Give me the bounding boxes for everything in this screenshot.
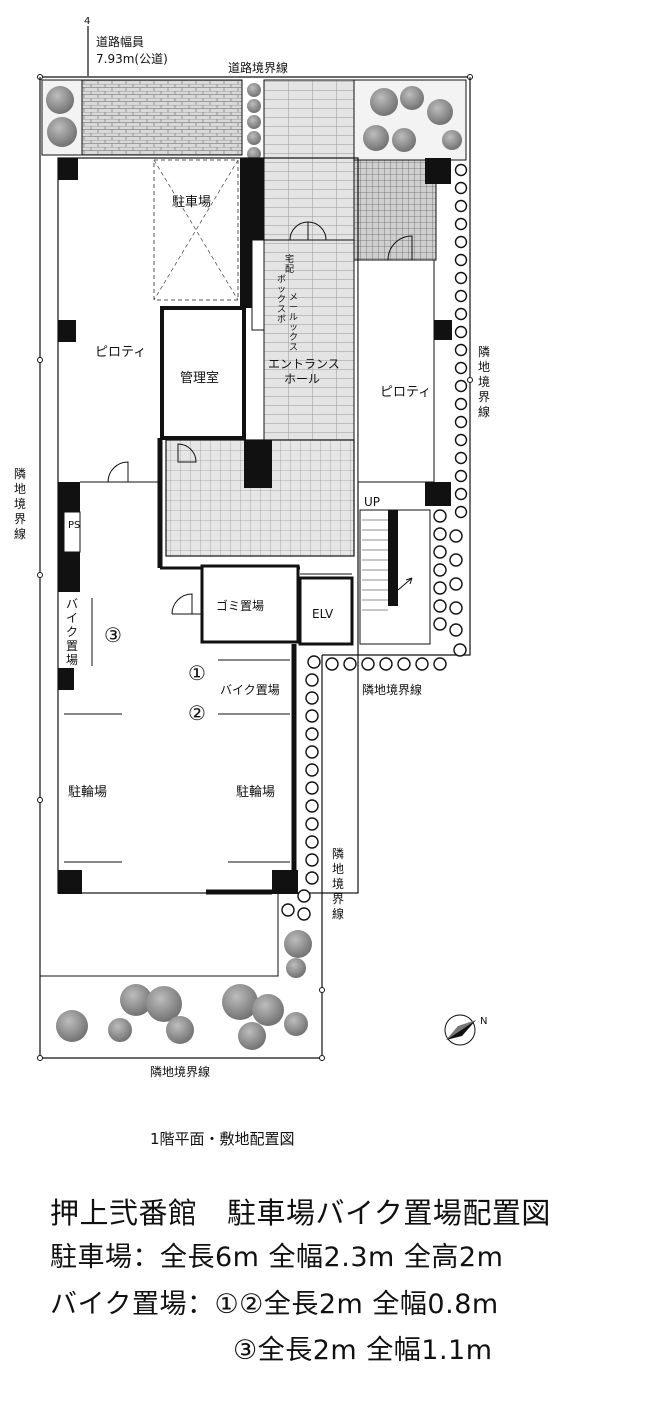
- svg-text:置: 置: [66, 639, 78, 653]
- svg-text:境: 境: [478, 374, 490, 389]
- svg-text:地: 地: [332, 862, 344, 876]
- entrance-hall-label-2: ホール: [284, 372, 320, 386]
- svg-text:線: 線: [14, 526, 26, 541]
- bike-area-12-label: バイク置場: [220, 683, 280, 697]
- neighbor-boundary-bottom-right: 隣地境界線: [362, 682, 422, 697]
- marker-3: ③: [104, 623, 122, 647]
- management-label: 管理室: [180, 370, 219, 386]
- svg-text:ボ: ボ: [277, 314, 286, 325]
- north-arrow-icon: [444, 1014, 476, 1046]
- neighbor-boundary-left-1: 隣: [14, 466, 26, 481]
- bicycle-right-label: 駐輪場: [236, 784, 275, 800]
- bicycle-left-label: 駐輪場: [68, 784, 107, 800]
- plan-caption: 1階平面・敷地配置図: [150, 1130, 295, 1148]
- svg-text:ク: ク: [66, 625, 78, 639]
- ps-label: PS: [68, 520, 80, 531]
- svg-text:場: 場: [66, 653, 78, 667]
- north-label: N: [480, 1016, 487, 1027]
- svg-text:線: 線: [478, 404, 490, 419]
- svg-text:ボ: ボ: [277, 274, 286, 285]
- spec-bike-3: ③全長2m 全幅1.1m: [233, 1335, 493, 1366]
- svg-text:ッ: ッ: [289, 323, 298, 333]
- svg-text:界: 界: [14, 512, 26, 526]
- neighbor-boundary-right-1: 隣: [478, 344, 490, 359]
- brick-paving: [81, 79, 243, 156]
- svg-text:ル: ル: [289, 313, 298, 323]
- svg-text:ッ: ッ: [277, 285, 286, 295]
- spec-bike-12: バイク置場：①②全長2m 全幅0.8m: [50, 1289, 499, 1320]
- mail-box-char: メ: [289, 293, 298, 303]
- road-number: 4: [84, 16, 90, 27]
- svg-text:ク: ク: [277, 294, 286, 305]
- tiled-forecourt: [353, 159, 437, 261]
- svg-text:ス: ス: [277, 305, 286, 315]
- garbage-label: ゴミ置場: [216, 598, 264, 613]
- road-width-value: 7.93m(公道): [96, 52, 168, 66]
- svg-text:界: 界: [332, 892, 344, 906]
- entrance-path: [263, 79, 355, 241]
- parking-label: 駐車場: [172, 195, 211, 210]
- svg-text:イ: イ: [66, 611, 78, 625]
- neighbor-boundary-right-2: 隣: [332, 846, 344, 861]
- svg-text:地: 地: [478, 360, 490, 374]
- spec-parking: 駐車場：全長6m 全幅2.3m 全高2m: [50, 1242, 504, 1273]
- entrance-hall-label-1: エントランス: [268, 357, 340, 371]
- parking-space: [153, 159, 239, 301]
- garbage-room: [200, 564, 300, 644]
- entrance-door-icon: [289, 221, 327, 241]
- svg-text:界: 界: [478, 390, 490, 404]
- marker-2: ②: [188, 701, 206, 725]
- piloti-left-label: ピロティ: [95, 345, 146, 360]
- svg-text:線: 線: [332, 906, 344, 921]
- spec-title: 押上弐番館 駐車場バイク置場配置図: [50, 1196, 551, 1230]
- svg-text:地: 地: [14, 482, 26, 496]
- road-width-label: 道路幅員: [96, 34, 144, 49]
- tree-icon: [46, 86, 74, 114]
- svg-text:配: 配: [285, 264, 294, 275]
- bike-area-3-label: バ: [66, 597, 78, 611]
- elevator-label: ELV: [312, 607, 334, 621]
- road-boundary-label: 道路境界線: [228, 60, 288, 75]
- svg-text:境: 境: [332, 876, 344, 891]
- svg-text:ー: ー: [289, 303, 298, 313]
- elevator: [298, 576, 354, 646]
- piloti-right-label: ピロティ: [380, 385, 431, 400]
- svg-text:境: 境: [14, 496, 26, 511]
- svg-text:ス: ス: [289, 343, 298, 353]
- delivery-box-char: 宅: [285, 253, 294, 265]
- up-label: UP: [364, 495, 380, 509]
- svg-text:ク: ク: [289, 332, 298, 343]
- floor-plan: 4 道路幅員 7.93m(公道) 道路境界線: [14, 16, 490, 1079]
- management-room: [160, 306, 246, 440]
- neighbor-boundary-bottom: 隣地境界線: [150, 1064, 210, 1079]
- marker-1: ①: [188, 661, 206, 685]
